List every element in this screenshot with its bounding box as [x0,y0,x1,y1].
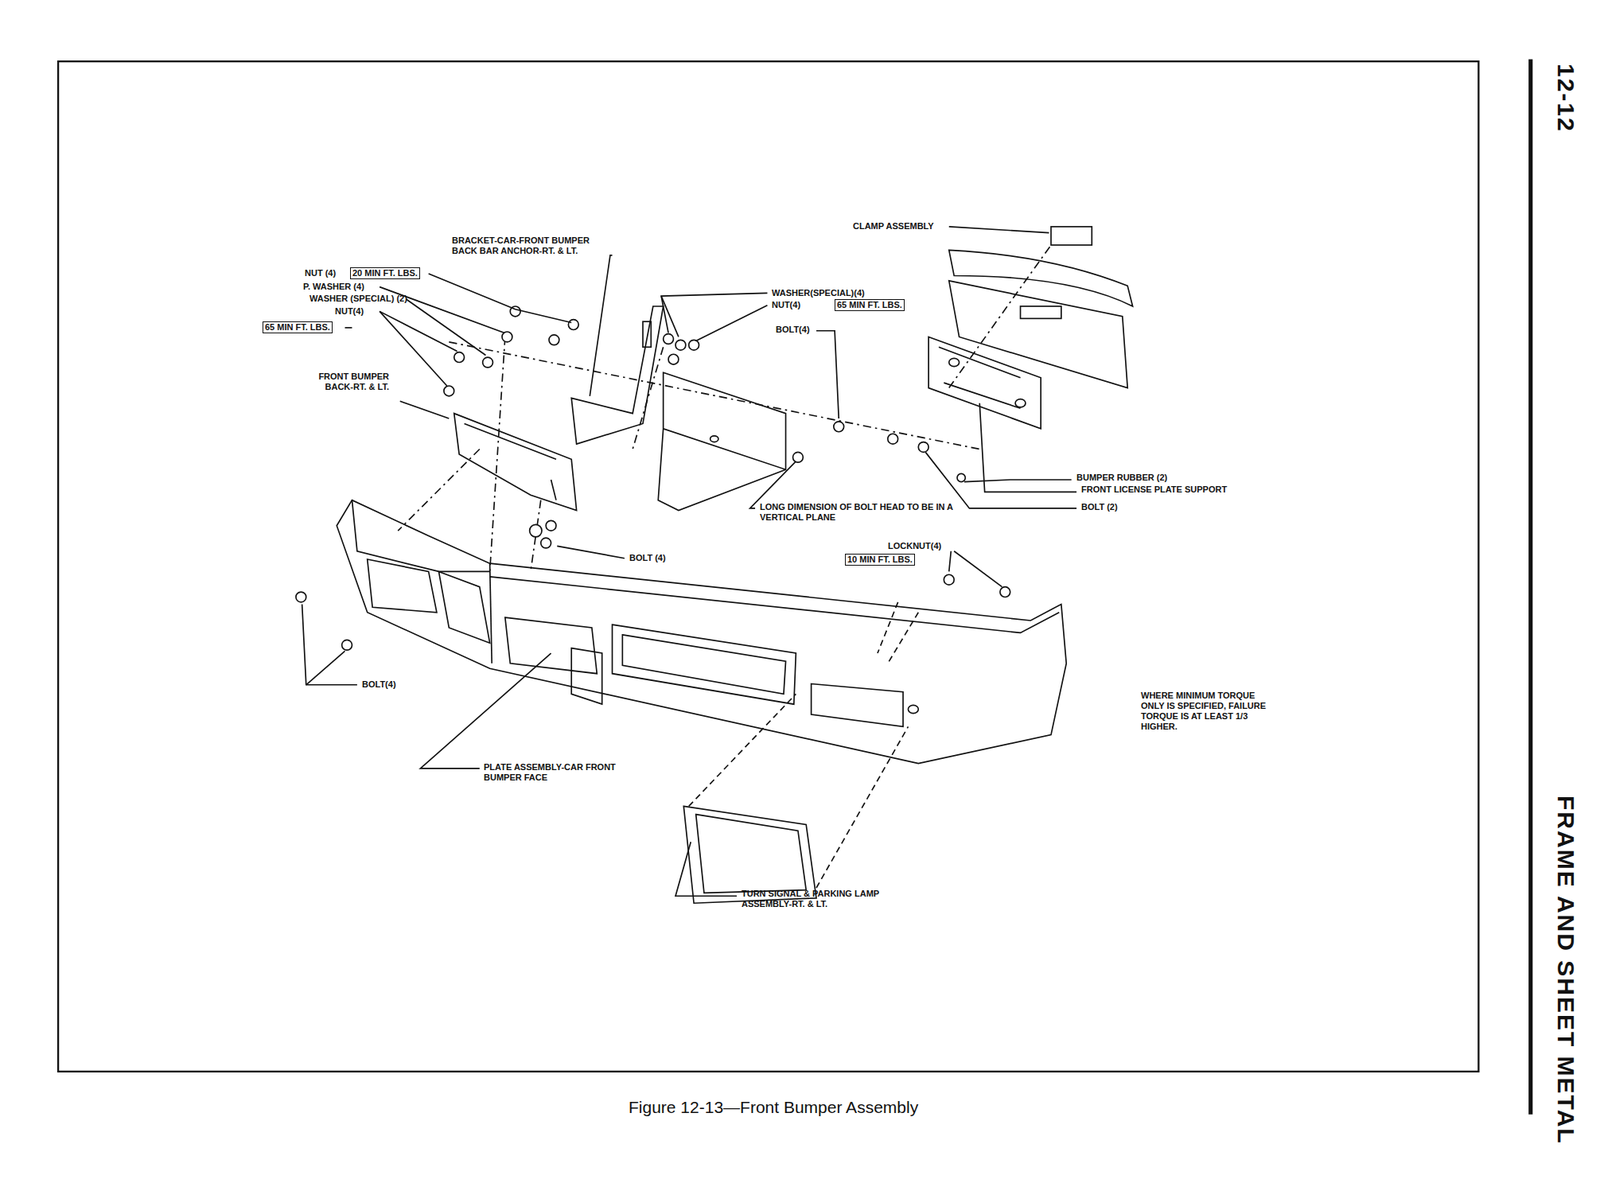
torque-spec: 65 MIN FT. LBS. [262,321,333,334]
part-label: BOLT(4) [362,679,397,690]
torque-spec: 65 MIN FT. LBS. [834,299,905,312]
part-label: P. WASHER (4) [303,281,365,292]
torque-spec: 20 MIN FT. LBS. [350,267,421,280]
part-label: BOLT (4) [629,552,666,564]
part-label: NUT (4) [304,268,336,279]
part-label: WASHER (SPECIAL) (2) [309,293,408,304]
part-label: NUT(4) [334,306,364,317]
part-label: WASHER(SPECIAL)(4) [771,288,865,299]
torque-spec: 10 MIN FT. LBS. [844,553,915,566]
part-label: FRONT BUMPER BACK-RT. & LT. [293,371,390,393]
part-label: PLATE ASSEMBLY-CAR FRONT BUMPER FACE [483,762,639,783]
page-heading: FRAME AND SHEET METAL [1561,795,1572,1145]
part-label: WHERE MINIMUM TORQUE ONLY IS SPECIFIED, … [1140,690,1281,732]
part-label: BOLT(4) [775,324,810,335]
figure-caption: Figure 12-13—Front Bumper Assembly [628,1101,919,1113]
part-label: BRACKET-CAR-FRONT BUMPER BACK BAR ANCHOR… [451,235,612,257]
part-label: TURN SIGNAL & PARKING LAMP ASSEMBLY-RT. … [741,888,897,910]
part-label: LONG DIMENSION OF BOLT HEAD TO BE IN A V… [759,502,967,523]
part-label: NUT(4) [771,299,801,311]
part-label: BUMPER RUBBER (2) [1076,472,1168,483]
part-label: CLAMP ASSEMBLY [852,221,935,232]
part-label: LOCKNUT(4) [887,541,942,552]
part-label: BOLT (2) [1081,502,1118,513]
page-heading: 12-12 [1561,63,1572,133]
part-label: FRONT LICENSE PLATE SUPPORT [1081,484,1227,495]
